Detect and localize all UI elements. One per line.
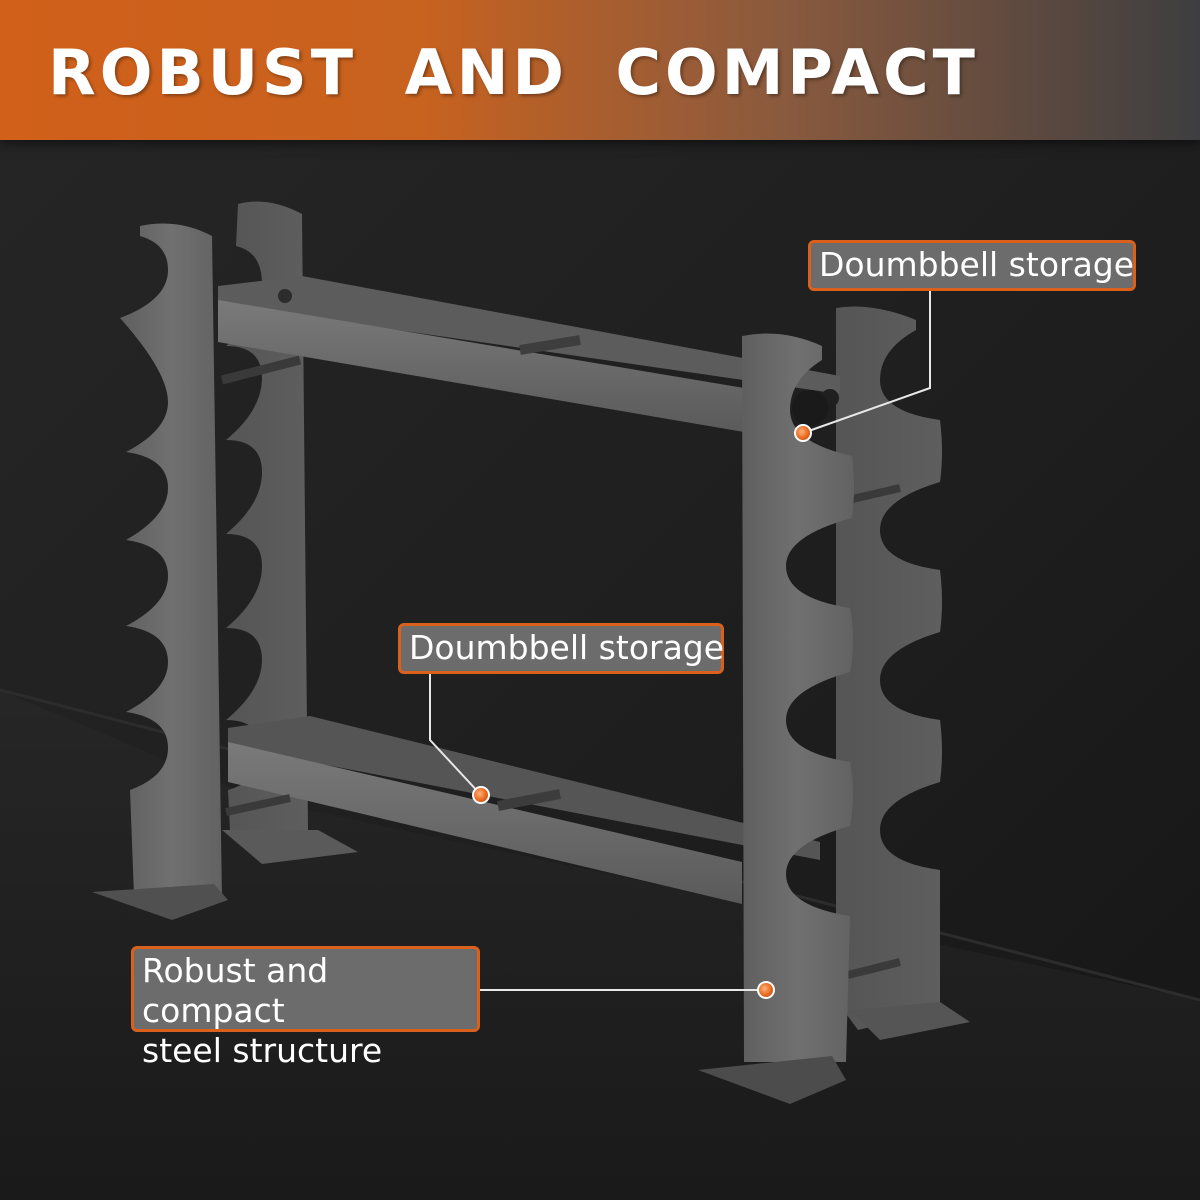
rack-upright-front-left — [120, 223, 222, 901]
bottom-tray-rod-left — [225, 794, 291, 816]
leader-line-middle — [429, 674, 482, 796]
callout-steel-structure-line2: steel structure — [142, 1031, 383, 1070]
rack-foot-back-right — [850, 1002, 970, 1040]
top-tray-back-rail — [218, 276, 840, 394]
top-tray-rod-left — [220, 355, 302, 385]
callout-top-storage: Doumbbell storage — [808, 240, 1136, 291]
marker-dot-top — [794, 424, 812, 442]
header-banner: ROBUST AND COMPACT — [0, 0, 1200, 140]
bottom-tray-front-rail — [228, 742, 742, 904]
callout-steel-structure-line1: Robust and compact — [142, 951, 329, 1030]
middle-rod-right — [847, 484, 901, 504]
marker-dot-bottom — [757, 981, 775, 999]
callout-steel-structure: Robust and compact steel structure — [131, 946, 480, 1070]
leader-line-top — [802, 291, 931, 434]
rack-upright-back-right — [836, 306, 942, 1030]
top-tray-bolt-left — [278, 289, 292, 303]
top-tray-front-rail — [218, 300, 744, 432]
rack-foot-back-left — [222, 830, 358, 864]
bottom-tray-rod-right — [847, 958, 901, 979]
marker-dot-middle — [472, 786, 490, 804]
callout-middle-storage: Doumbbell storage — [398, 623, 724, 674]
rack-upright-front-right — [742, 333, 854, 1062]
rack-foot-front-right — [698, 1056, 846, 1104]
rack-foot-front-left — [92, 884, 228, 920]
banner-title: ROBUST AND COMPACT — [48, 36, 979, 109]
bottom-tray-back-rail — [228, 716, 820, 860]
rack-bolt-front-right — [792, 390, 828, 426]
top-tray-cross-bar — [519, 335, 581, 355]
bottom-tray-cross-bar — [497, 789, 561, 811]
